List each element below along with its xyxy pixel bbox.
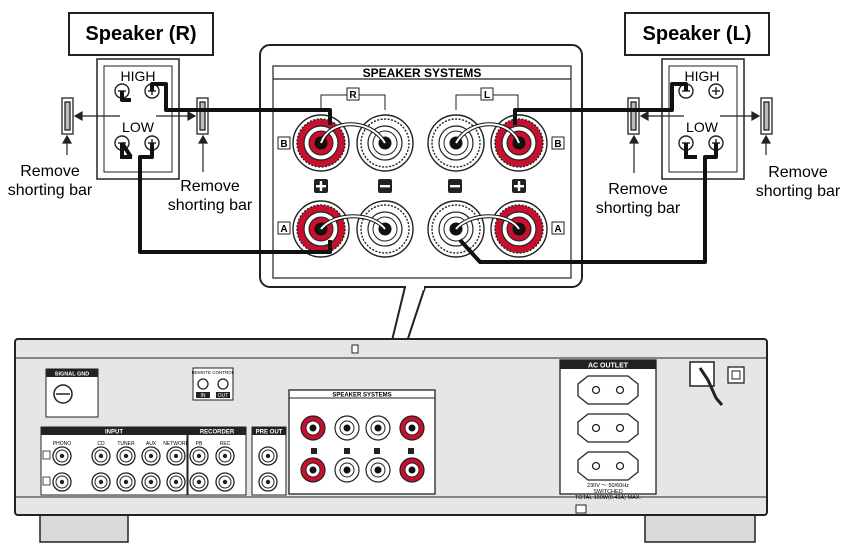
rca-jack[interactable] xyxy=(141,446,161,466)
remote-out-label: OUT xyxy=(218,393,229,399)
panel-speaker-terminal[interactable] xyxy=(300,415,326,441)
remove-note-line2: shorting bar xyxy=(595,200,681,217)
speaker-r-low-label: LOW xyxy=(122,119,155,135)
input-jack-label: NETWORK xyxy=(163,441,189,447)
panel-speaker-systems-label: SPEAKER SYSTEMS xyxy=(332,393,391,399)
panel-speaker-terminal[interactable] xyxy=(365,457,391,483)
amplifier-rear-panel: SIGNAL GND REMOTE CONTROL IN OUT INPUT P… xyxy=(14,338,768,543)
input-jack-label: AUX xyxy=(146,441,157,447)
ac-outlet-socket-icon xyxy=(577,375,639,481)
remove-note-line1: Remove xyxy=(608,181,668,198)
rca-jack[interactable] xyxy=(141,472,161,492)
rca-jack[interactable] xyxy=(189,472,209,492)
remove-shorting-bar-note: Remove shorting bar xyxy=(588,180,688,218)
channel-l-marker: L xyxy=(484,90,490,101)
recorder-jack-label: PB xyxy=(196,441,203,447)
row-b-label-left: B xyxy=(280,139,287,150)
input-jack-label: PHONO xyxy=(53,441,71,447)
rca-jack[interactable] xyxy=(189,446,209,466)
row-a-label-right: A xyxy=(554,224,561,235)
input-jack-label: CD xyxy=(97,441,105,447)
row-a-label-left: A xyxy=(280,224,287,235)
rca-jack[interactable] xyxy=(52,472,72,492)
ac-rating-line2: SWITCHED xyxy=(593,489,622,495)
remove-note-line1: Remove xyxy=(768,164,828,181)
pre-out-label: PRE OUT xyxy=(256,430,283,436)
ac-rating-line3: TOTAL 100W(0.43A) MAX. xyxy=(575,495,641,501)
remove-shorting-bar-note: Remove shorting bar xyxy=(0,162,100,200)
speaker-cables xyxy=(120,82,718,264)
rca-jack[interactable] xyxy=(91,446,111,466)
rca-jack[interactable] xyxy=(166,472,186,492)
panel-speaker-terminal[interactable] xyxy=(334,415,360,441)
remove-note-line1: Remove xyxy=(20,163,80,180)
polarity-markers xyxy=(314,179,526,193)
channel-r-marker: R xyxy=(349,90,357,101)
rca-jack[interactable] xyxy=(215,446,235,466)
panel-speaker-terminal[interactable] xyxy=(399,457,425,483)
rca-jack[interactable] xyxy=(166,446,186,466)
rca-jack[interactable] xyxy=(52,446,72,466)
callout-title: SPEAKER SYSTEMS xyxy=(363,66,482,80)
speaker-systems-callout: SPEAKER SYSTEMS R L B B A A xyxy=(259,44,583,403)
recorder-label: RECORDER xyxy=(200,430,235,436)
recorder-jack-label: REC xyxy=(220,441,231,447)
remove-note-line2: shorting bar xyxy=(7,182,93,199)
panel-speaker-terminal[interactable] xyxy=(365,415,391,441)
rca-jack[interactable] xyxy=(116,446,136,466)
rca-jack[interactable] xyxy=(258,446,278,466)
remove-note-line2: shorting bar xyxy=(167,197,253,214)
remove-note-line2: shorting bar xyxy=(755,183,841,200)
panel-speaker-terminal[interactable] xyxy=(334,457,360,483)
ac-outlet-label: AC OUTLET xyxy=(588,363,629,370)
rca-jack[interactable] xyxy=(116,472,136,492)
signal-gnd-label: SIGNAL GND xyxy=(55,372,89,378)
ac-rating-line1: 230V ～ 50/60Hz xyxy=(587,483,629,489)
speaker-l-high-label: HIGH xyxy=(685,68,720,84)
input-jack-label: TUNER xyxy=(117,441,135,447)
remove-note-line1: Remove xyxy=(180,178,240,195)
shorting-bar-icon xyxy=(61,97,773,135)
speaker-r-title: Speaker (R) xyxy=(68,12,214,56)
rca-jack[interactable] xyxy=(91,472,111,492)
input-label: INPUT xyxy=(105,430,123,436)
remove-shorting-bar-note: Remove shorting bar xyxy=(748,163,848,201)
speaker-l-title: Speaker (L) xyxy=(624,12,770,56)
panel-speaker-terminal[interactable] xyxy=(399,415,425,441)
speaker-r-high-label: HIGH xyxy=(121,68,156,84)
panel-speaker-terminal[interactable] xyxy=(300,457,326,483)
remote-control-label: REMOTE CONTROL xyxy=(192,370,235,375)
row-b-label-right: B xyxy=(554,139,561,150)
remote-in-label: IN xyxy=(201,393,206,399)
rca-jack[interactable] xyxy=(215,472,235,492)
speaker-l-low-label: LOW xyxy=(686,119,719,135)
remove-shorting-bar-note: Remove shorting bar xyxy=(160,177,260,215)
rca-jack[interactable] xyxy=(258,472,278,492)
